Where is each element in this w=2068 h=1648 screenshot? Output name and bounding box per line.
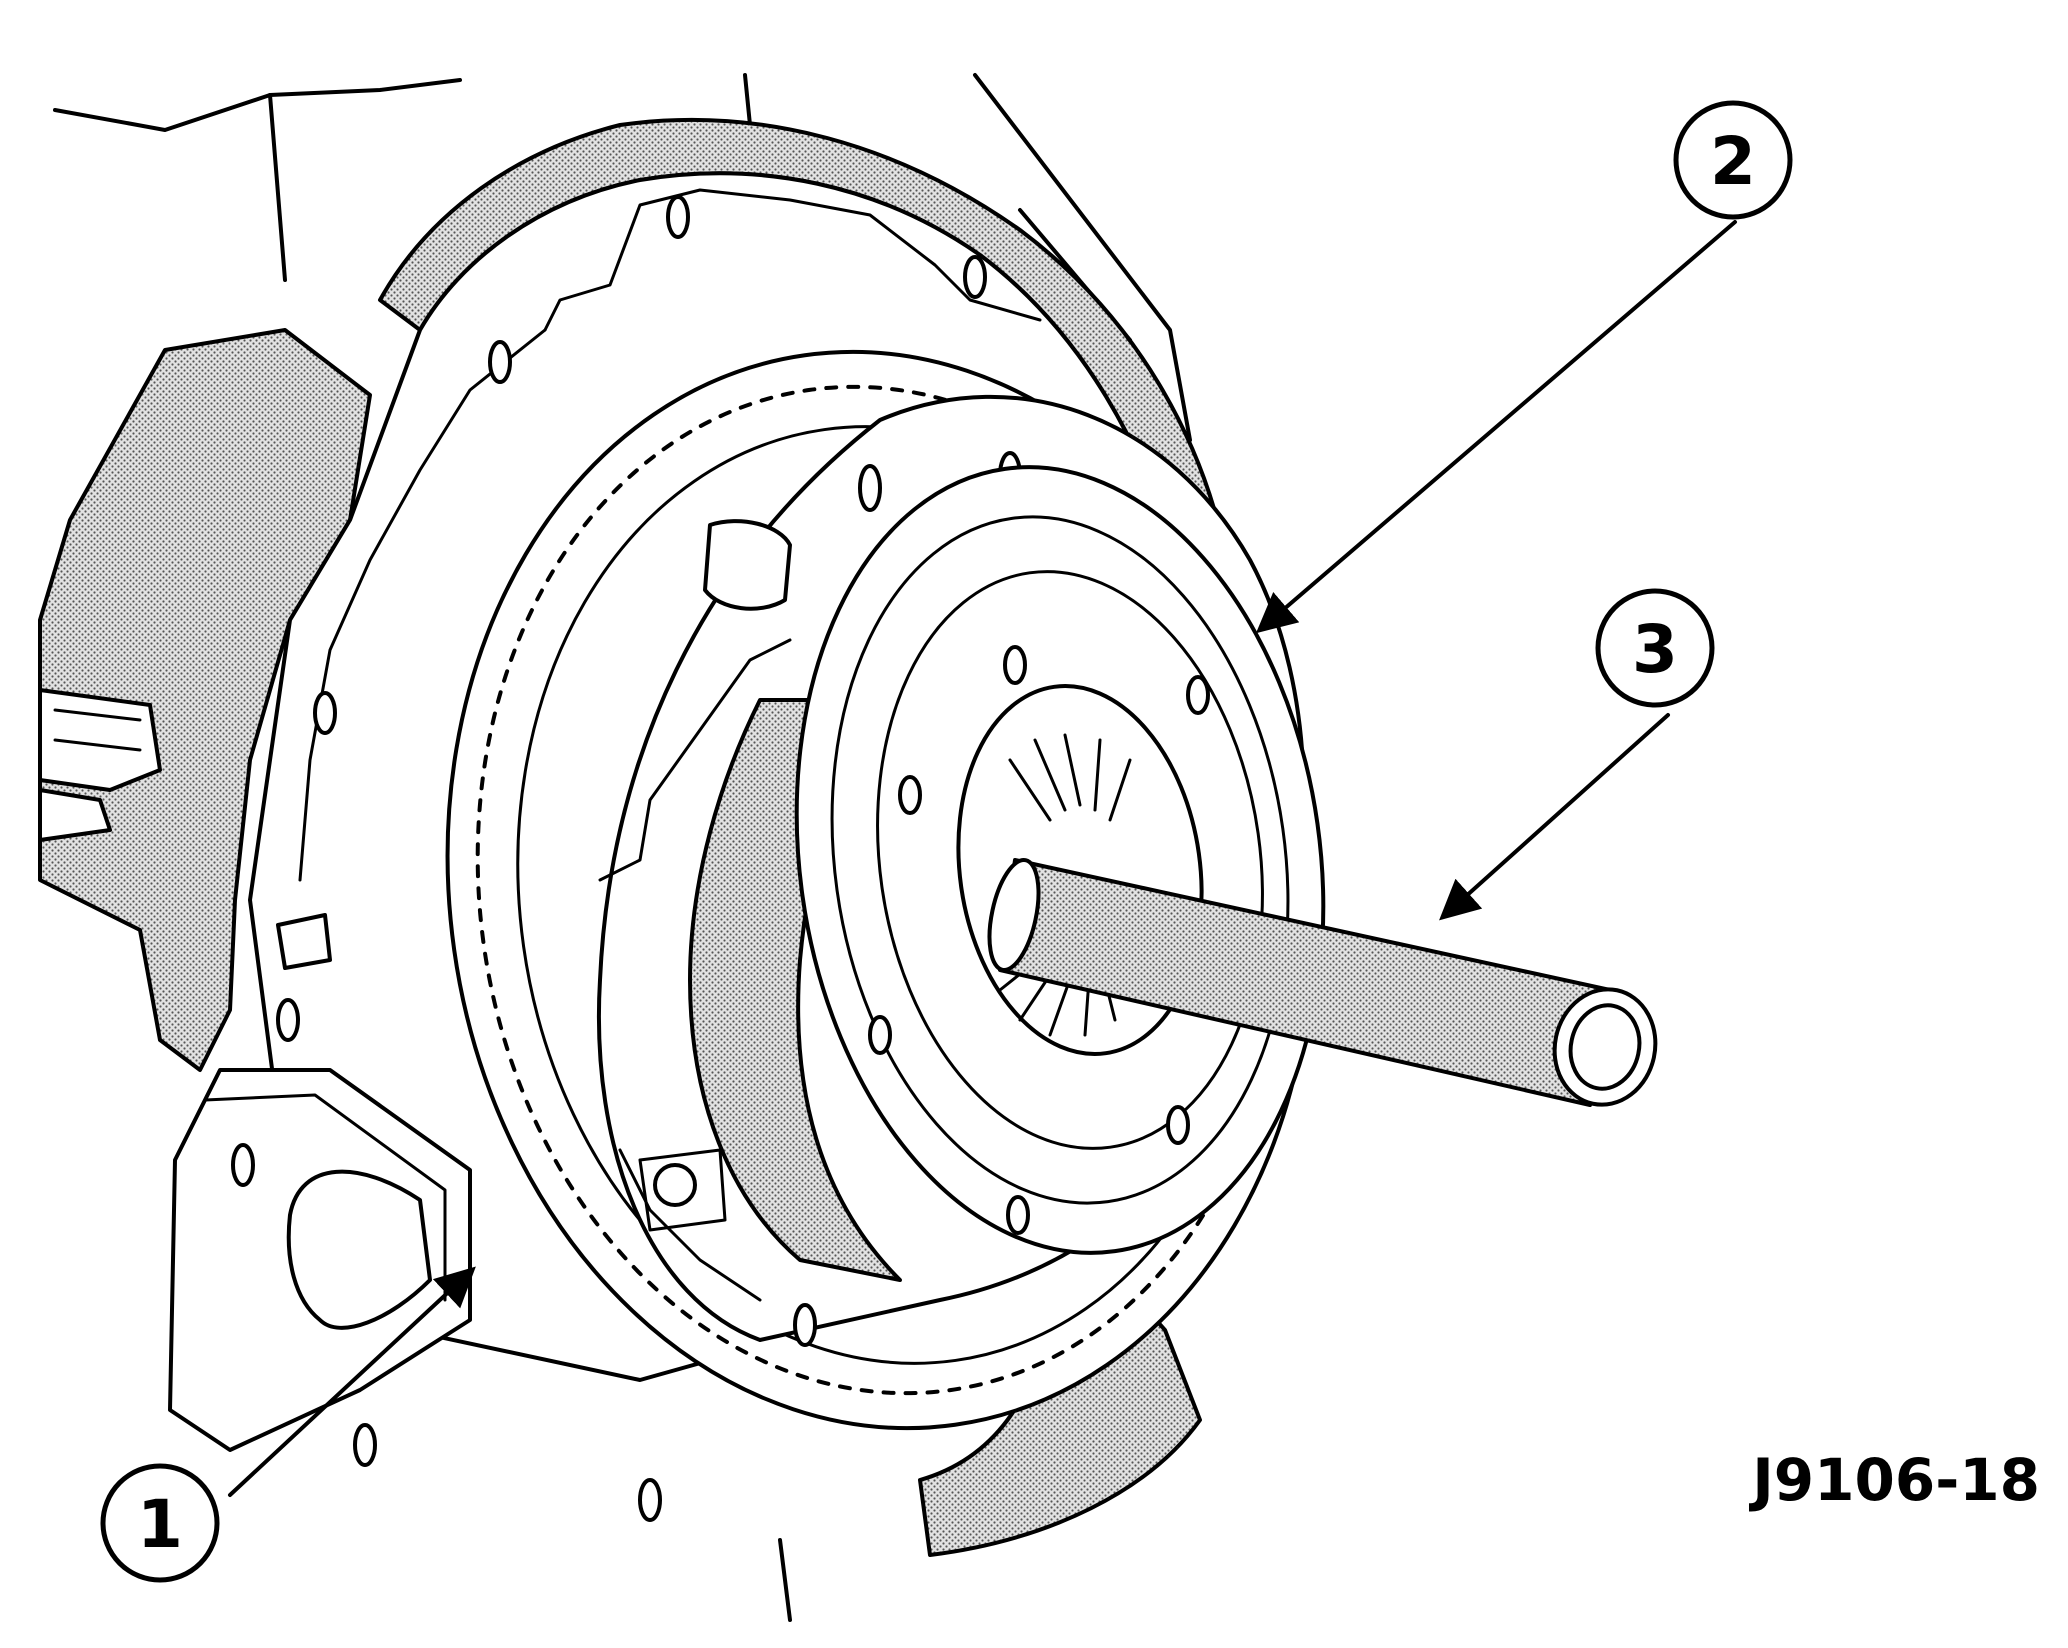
- callout-1: 1: [100, 1463, 220, 1583]
- bolt-hole: [963, 255, 987, 299]
- clutch-disc: [794, 465, 1326, 1255]
- bolt-hole: [793, 1303, 817, 1347]
- callout-3: 3: [1595, 588, 1715, 708]
- bolt-hole: [1003, 645, 1027, 685]
- retaining-bolt: [653, 1163, 697, 1207]
- bolt-hole: [488, 340, 512, 384]
- leader-line-1: [228, 1266, 476, 1497]
- leader-lines: [228, 220, 1737, 1497]
- bolt-hole: [231, 1143, 255, 1187]
- dowel-pin: [703, 519, 792, 611]
- engine-block: [38, 73, 1192, 1072]
- callout-2: 2: [1673, 100, 1793, 220]
- bolt-hole: [868, 1015, 892, 1055]
- bolt-hole: [276, 998, 300, 1042]
- figure-id: J9106-18: [1748, 1446, 2040, 1514]
- bolt-hole: [1186, 675, 1210, 715]
- callout-circle: [1673, 100, 1793, 220]
- leader-line-3: [1439, 713, 1670, 921]
- dowel-pin: [276, 913, 332, 970]
- bolt-hole: [858, 464, 882, 512]
- leader-line-2: [1255, 220, 1737, 634]
- bolt-hole: [898, 775, 922, 815]
- callout-number: 2: [1710, 123, 1756, 200]
- cover-plate: [168, 1068, 472, 1452]
- callout-number: 3: [1632, 611, 1678, 688]
- bolt-hole: [353, 1423, 377, 1467]
- callout-circle: [100, 1463, 220, 1583]
- callout-circle: [1595, 588, 1715, 708]
- bolt-hole: [666, 195, 690, 239]
- alignment-tool: [987, 858, 1658, 1107]
- callout-number: 1: [137, 1486, 183, 1563]
- bolt-hole: [313, 691, 337, 735]
- bolt-hole: [1166, 1105, 1190, 1145]
- bolt-hole: [1006, 1195, 1030, 1235]
- bolt-hole: [638, 1478, 662, 1522]
